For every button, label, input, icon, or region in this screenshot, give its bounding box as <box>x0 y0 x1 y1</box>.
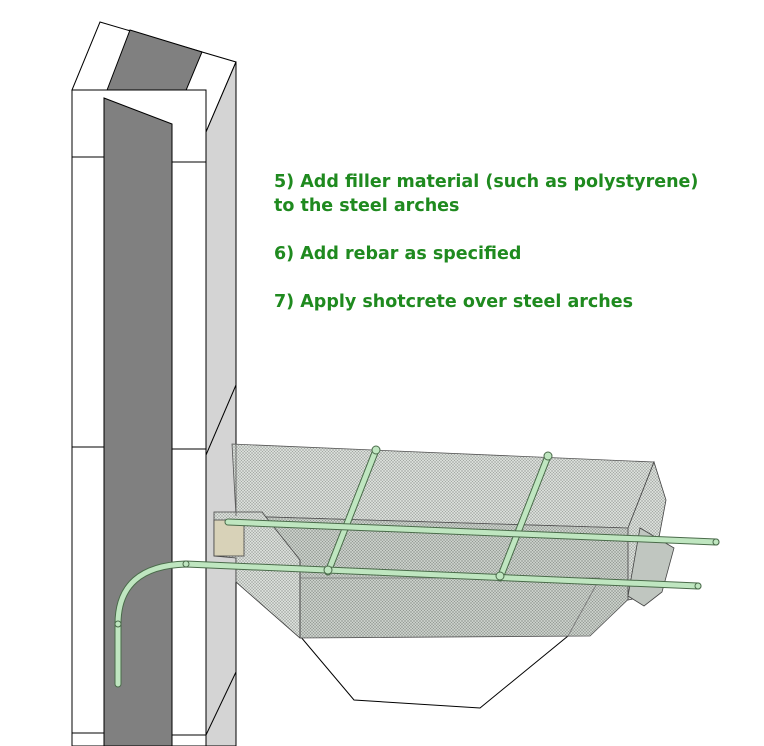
step-7-text: 7) Apply shotcrete over steel arches <box>274 292 634 312</box>
column-side-face <box>205 61 237 746</box>
longitudinal-rebar-lower <box>114 560 702 688</box>
transverse-rebar-1 <box>324 446 380 576</box>
shotcrete-top-panel <box>231 443 655 529</box>
step-6-text: 6) Add rebar as specified <box>274 244 522 264</box>
column-front-core <box>103 97 173 746</box>
rebar-group <box>114 445 720 688</box>
annotation-steps: 5) Add filler material (such as polystyr… <box>274 170 714 338</box>
step-5-text: 5) Add filler material (such as polystyr… <box>274 172 699 216</box>
rebar-joints <box>114 445 720 628</box>
hopper-bottom <box>298 635 570 709</box>
anchor-plate <box>213 519 245 557</box>
longitudinal-rebar-upper <box>224 518 720 546</box>
concrete-column <box>71 21 237 746</box>
transverse-rebar-2 <box>496 452 552 582</box>
